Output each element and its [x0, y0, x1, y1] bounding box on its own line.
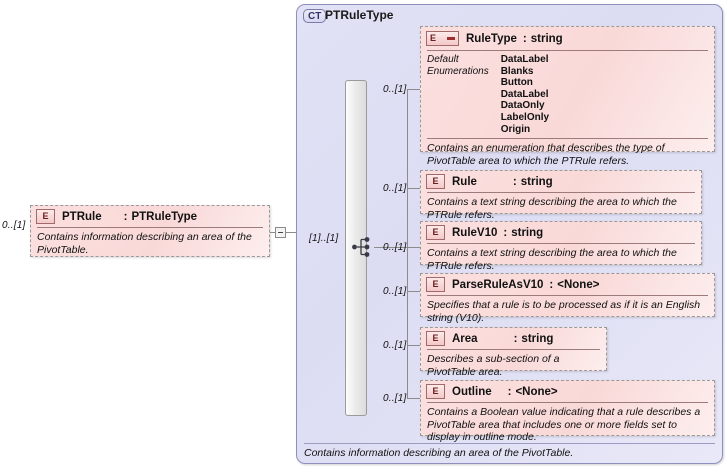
- root-element-multiplicity: 0..[1]: [2, 220, 26, 231]
- element-icon: E: [36, 209, 55, 224]
- connector-child-rulev10: [407, 247, 421, 248]
- element-name-ruletype: RuleType: [466, 32, 517, 45]
- child-multiplicity-ruletype: 0..[1]: [383, 84, 407, 95]
- facet-value-enum-0: Blanks: [500, 65, 534, 77]
- element-type-rulev10: string: [511, 226, 544, 239]
- element-box-parseruleasv10[interactable]: E ParseRuleAsV10 : <None> Specifies that…: [420, 273, 715, 324]
- child-multiplicity-area: 0..[1]: [383, 340, 407, 351]
- element-box-area[interactable]: E Area : string Describes a sub-section …: [420, 327, 607, 378]
- element-header-rulev10: E RuleV10 : string: [421, 222, 701, 243]
- sequence-icon: [352, 237, 370, 257]
- facet-value-default: DataLabel: [500, 54, 549, 65]
- element-type-rule: string: [520, 175, 553, 188]
- element-box-ruletype[interactable]: E RuleType : string Default DataLabel En…: [420, 26, 715, 167]
- connector-child-area: [407, 345, 421, 346]
- divider: [427, 243, 695, 244]
- element-header-outline: E Outline : <None>: [421, 381, 714, 402]
- child-multiplicity-parseruleasv10: 0..[1]: [383, 286, 407, 297]
- element-icon: E: [426, 384, 445, 399]
- facet-dash-icon: [447, 37, 455, 40]
- element-type-separator-rulev10: :: [503, 226, 508, 239]
- element-header-ruletype: E RuleType : string: [421, 27, 714, 50]
- facet-value-enum-4: LabelOnly: [500, 111, 550, 123]
- collapse-toggle[interactable]: [275, 227, 286, 238]
- connector-child-parseruleasv10: [407, 291, 421, 292]
- connector-child-ruletype: [407, 89, 421, 90]
- root-element-header: E PTRule : PTRuleType: [31, 206, 269, 227]
- element-box-rule[interactable]: E Rule : string Contains a text string d…: [420, 170, 702, 221]
- element-name-area: Area: [452, 332, 478, 345]
- connector-collapse-to-ct: [286, 232, 303, 233]
- root-element-box[interactable]: E PTRule : PTRuleType Contains informati…: [30, 205, 270, 257]
- element-box-outline[interactable]: E Outline : <None> Contains a Boolean va…: [420, 380, 715, 443]
- element-header-parseruleasv10: E ParseRuleAsV10 : <None>: [421, 274, 714, 295]
- root-element-type: PTRuleType: [131, 210, 198, 223]
- element-icon: E: [426, 331, 445, 346]
- facet-value-enum-3: DataOnly: [500, 100, 545, 112]
- element-annotation-parseruleasv10: Specifies that a rule is to be processed…: [427, 299, 701, 324]
- child-multiplicity-rule: 0..[1]: [383, 183, 407, 194]
- element-header-rule: E Rule : string: [421, 171, 701, 192]
- element-annotation-area: Describes a sub-section of a PivotTable …: [427, 353, 560, 378]
- element-badge-letter: E: [430, 33, 437, 43]
- complextype-annotation: Contains information describing an area …: [304, 447, 574, 459]
- connector-child-outline: [407, 398, 421, 399]
- facet-value-enum-5: Origin: [500, 123, 531, 135]
- divider: [427, 192, 695, 193]
- facet-value-enum-2: DataLabel: [500, 88, 549, 100]
- compositor-multiplicity: [1]..[1]: [309, 233, 339, 244]
- child-multiplicity-rulev10: 0..[1]: [383, 242, 407, 253]
- root-element-name: PTRule: [62, 210, 102, 223]
- element-name-outline: Outline: [452, 385, 492, 398]
- element-icon: E: [426, 277, 445, 292]
- element-name-parseruleasv10: ParseRuleAsV10: [452, 278, 544, 291]
- element-type-parseruleasv10: <None>: [557, 278, 600, 291]
- divider: [427, 50, 708, 51]
- element-type-outline: <None>: [515, 385, 558, 398]
- element-annotation-outline: Contains a Boolean value indicating that…: [427, 406, 701, 443]
- element-icon: E: [426, 225, 445, 240]
- facet-key-enumerations: Enumerations: [427, 65, 489, 77]
- root-element-type-separator: :: [123, 210, 128, 223]
- element-type-separator-rule: :: [512, 175, 517, 188]
- divider: [37, 227, 263, 228]
- element-type-ruletype: string: [530, 32, 563, 45]
- element-type-separator-ruletype: :: [522, 32, 527, 45]
- divider: [427, 349, 600, 350]
- complextype-icon: CT: [303, 9, 327, 23]
- element-type-separator-outline: :: [507, 385, 512, 398]
- child-multiplicity-outline: 0..[1]: [383, 393, 407, 404]
- connector-trunk: [407, 89, 408, 398]
- element-type-area: string: [521, 332, 554, 345]
- element-type-separator-area: :: [513, 332, 518, 345]
- element-annotation-rulev10: Contains a text string describing the ar…: [427, 247, 677, 272]
- element-facets-ruletype: Default DataLabel Enumerations Blanks Bu…: [421, 51, 714, 138]
- element-annotation-rule: Contains a text string describing the ar…: [427, 196, 677, 221]
- connector-child-rule: [407, 188, 421, 189]
- element-enumeration-icon: E: [426, 31, 459, 46]
- complextype-annotation-divider: [304, 443, 715, 444]
- element-box-rulev10[interactable]: E RuleV10 : string Contains a text strin…: [420, 221, 702, 272]
- divider: [427, 295, 708, 296]
- element-type-separator-parseruleasv10: :: [549, 278, 554, 291]
- complextype-title: PTRuleType: [325, 8, 394, 22]
- element-icon: E: [426, 174, 445, 189]
- facet-value-enum-1: Button: [500, 77, 533, 89]
- element-annotation-ruletype: Contains an enumeration that describes t…: [427, 142, 665, 167]
- element-header-area: E Area : string: [421, 328, 606, 349]
- connector-root-to-collapse: [270, 232, 275, 233]
- divider: [427, 138, 708, 140]
- root-element-annotation: Contains information describing an area …: [37, 231, 252, 256]
- element-name-rule: Rule: [452, 175, 477, 188]
- divider: [427, 402, 708, 403]
- connector-compositor-out: [374, 247, 408, 248]
- element-name-rulev10: RuleV10: [452, 226, 498, 239]
- facet-key-default: Default: [427, 54, 459, 65]
